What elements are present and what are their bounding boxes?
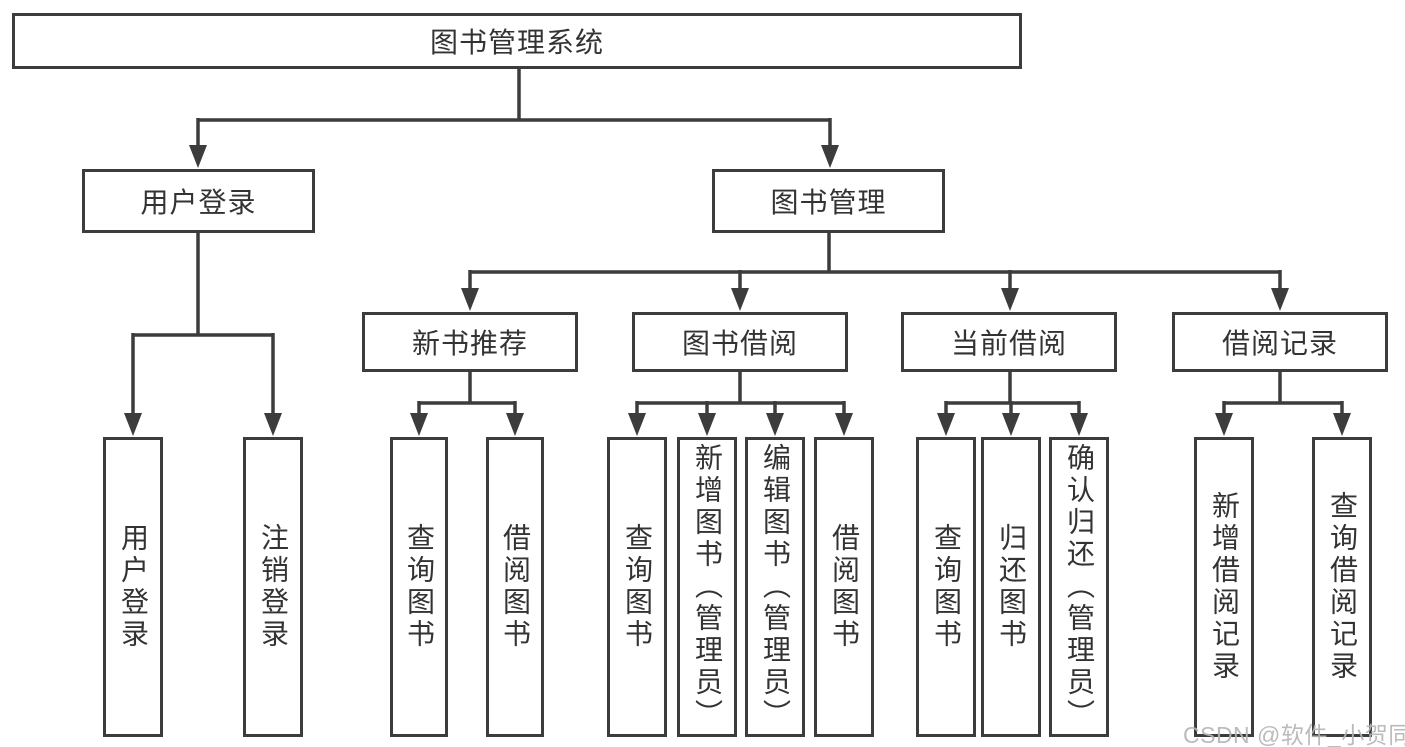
- leaf-query-book-3: 查询图书: [916, 437, 976, 737]
- node-label: 图书管理: [770, 187, 887, 218]
- arrow-down-icon: [731, 288, 749, 311]
- arrow-down-icon: [189, 145, 207, 168]
- arrow-down-icon: [1001, 288, 1019, 311]
- node-label: 查询借阅记录: [1327, 491, 1358, 683]
- node-label: 借阅图书: [500, 523, 531, 651]
- node-current-borrow: 当前借阅: [901, 312, 1117, 372]
- node-borrow-record: 借阅记录: [1172, 312, 1388, 372]
- node-label: 用户登录: [140, 187, 257, 218]
- arrow-down-icon: [1070, 413, 1088, 436]
- leaf-add-book-admin: 新增图书（管理员）: [677, 437, 737, 737]
- arrow-down-icon: [410, 413, 428, 436]
- arrow-down-icon: [124, 413, 142, 436]
- leaf-borrow-book-1: 借阅图书: [486, 437, 544, 737]
- node-label: 注销登录: [258, 523, 289, 651]
- node-label: 编辑图书（管理员）: [760, 443, 791, 731]
- node-label: 确认归还（管理员）: [1064, 443, 1095, 731]
- arrow-down-icon: [628, 413, 646, 436]
- leaf-query-book-2: 查询图书: [607, 437, 667, 737]
- node-user-login: 用户登录: [82, 169, 315, 233]
- node-label: 查询图书: [404, 523, 435, 651]
- node-label: 用户登录: [118, 523, 149, 651]
- connector-user-login-branch: [131, 233, 275, 418]
- arrow-heads: [124, 145, 1351, 436]
- csdn-watermark: CSDN @软件_小贺同学: [1183, 722, 1405, 747]
- arrow-down-icon: [1002, 413, 1020, 436]
- leaf-logout: 注销登录: [243, 437, 303, 737]
- leaf-confirm-return-admin: 确认归还（管理员）: [1049, 437, 1109, 737]
- arrow-down-icon: [821, 145, 839, 168]
- connector-book-borrow-branch: [635, 372, 846, 418]
- node-label: 图书管理系统: [429, 27, 604, 58]
- node-root: 图书管理系统: [12, 13, 1022, 69]
- arrow-down-icon: [766, 413, 784, 436]
- leaf-user-login: 用户登录: [103, 437, 163, 737]
- node-label: 新增图书（管理员）: [692, 443, 723, 731]
- node-label: 新书推荐: [411, 328, 528, 359]
- arrow-down-icon: [1215, 413, 1233, 436]
- node-label: 归还图书: [996, 523, 1027, 651]
- node-label: 新增借阅记录: [1209, 491, 1240, 683]
- arrow-down-icon: [937, 413, 955, 436]
- node-book-borrow: 图书借阅: [632, 312, 848, 372]
- node-label: 借阅图书: [829, 523, 860, 651]
- connector-new-book-branch: [417, 372, 517, 418]
- connector-current-borrow-branch: [944, 372, 1081, 418]
- arrow-down-icon: [264, 413, 282, 436]
- leaf-query-borrow-record: 查询借阅记录: [1312, 437, 1372, 737]
- leaf-query-book-1: 查询图书: [390, 437, 448, 737]
- node-book-management: 图书管理: [712, 169, 945, 233]
- leaf-borrow-book-2: 借阅图书: [814, 437, 874, 737]
- leaf-edit-book-admin: 编辑图书（管理员）: [745, 437, 805, 737]
- node-label: 查询图书: [931, 523, 962, 651]
- node-label: 图书借阅: [681, 328, 798, 359]
- node-label: 借阅记录: [1221, 328, 1338, 359]
- connector-borrow-record-branch: [1222, 372, 1344, 418]
- leaf-return-book: 归还图书: [981, 437, 1041, 737]
- node-label: 当前借阅: [950, 328, 1067, 359]
- arrow-down-icon: [835, 413, 853, 436]
- node-label: 查询图书: [622, 523, 653, 651]
- connector-root-to-level2: [196, 68, 832, 150]
- arrow-down-icon: [1333, 413, 1351, 436]
- arrow-down-icon: [461, 288, 479, 311]
- leaf-add-borrow-record: 新增借阅记录: [1194, 437, 1254, 737]
- arrow-down-icon: [698, 413, 716, 436]
- arrow-down-icon: [1271, 288, 1289, 311]
- node-new-book-recommend: 新书推荐: [362, 312, 578, 372]
- arrow-down-icon: [506, 413, 524, 436]
- connector-book-mgmt-to-level3: [468, 233, 1282, 293]
